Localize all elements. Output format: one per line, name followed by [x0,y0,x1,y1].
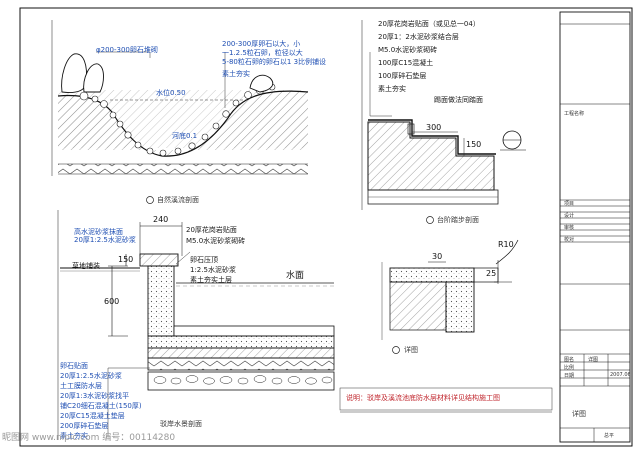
stream-note-soil: 素土夯实 [222,70,250,78]
tb-row-5: 校对 [564,237,575,243]
tb-row-1: 工程名称 [564,111,585,117]
pool-layer-5: 铺C20细石混凝土(150厚) [60,402,142,410]
tb-sheet: 总平 [604,433,615,439]
step-section [361,20,526,224]
detail-dim-r: R10 [498,240,514,249]
steps-layer-1: 20厚花岗岩贴面（或见总一04） [378,20,480,28]
pool-label-granite: 20厚花岗岩贴面 [186,226,237,234]
pool-layer-8: 素土夯实 [60,432,88,440]
pool-layer-1: 卵石贴面 [60,362,88,370]
pool-layer-6: 20厚C15混凝土垫层 [60,412,125,420]
pool-dim-depth: 600 [104,297,120,306]
steps-dim-riser: 150 [466,140,482,149]
steps-title: 台阶踏步剖面 [437,216,479,224]
stream-note-cobble: φ200-300卵石堆砌 [96,46,158,54]
pool-layer-4: 20厚1:3水泥砂浆找平 [60,392,130,400]
title-block [559,11,631,443]
steps-layer-3: M5.0水泥砂浆砌砖 [378,46,438,54]
pool-layer-3: 土工膜防水层 [60,382,102,390]
detail-title: 详图 [404,346,418,354]
note-box [339,387,553,411]
pool-dim-top: 240 [153,215,169,224]
steps-layer-2: 20厚1：2水泥砂浆结合层 [378,33,459,41]
pool-label-mortar: 20厚1:2.5水泥砂浆 [74,236,136,244]
pool-water: 水面 [286,271,305,281]
pool-label-stone: 卵石压顶 [190,256,218,264]
tb-drawing-name: 详图 [588,357,599,363]
steps-layer-4: 100厚C15混凝土 [378,59,434,67]
stream-section [51,20,309,204]
stream-note-stone-bed: 200-300厚卵石以大，小 [222,40,301,48]
steps-tread-note: 踢面做法同踏面 [434,96,483,104]
pool-label-waterproof: 高水泥砂浆抹面 [74,228,123,236]
pool-label-soil: 素土夯实土层 [190,276,232,284]
pool-layer-2: 20厚1:2.5水泥砂浆 [60,372,122,380]
tb-number: 2007.06 [610,372,631,378]
pool-dim-wall: 150 [118,255,134,264]
tb-detail-label: 详图 [572,410,586,418]
drawing-note: 说明：驳岸及溪流池底防水层材料详见结构施工图 [346,394,500,402]
pool-edge-section [57,210,335,440]
sheet-border [19,7,633,447]
detail-dim-w: 30 [432,252,443,261]
stream-water-level: 水位0.50 [156,89,186,97]
stream-title: 自然溪流剖面 [157,196,199,204]
watermark: 昵图网 www.nipic.com 编号：00114280 [2,433,176,443]
pool-label-brick: M5.0水泥砂浆砌砖 [186,237,246,245]
steps-layer-5: 100厚碎石垫层 [378,72,427,80]
tb-row-6: 图名 [564,357,575,363]
tb-row-2: 项目 [564,201,575,207]
stream-bed-level: 河底0.1 [172,132,198,140]
stream-note-stone-mix: 一1.2.5粒石卵，粒径以大 [222,49,303,57]
steps-layer-6: 素土夯实 [378,85,406,93]
tb-row-8: 日期 [564,373,575,379]
steps-dim-tread: 300 [426,123,442,132]
pool-label-seal: 1:2.5水泥砂浆 [190,266,236,274]
stream-note-gravel: 5-80粒石卵的卵石以1 3比例铺设 [222,58,327,66]
pool-title: 驳岸水景剖面 [160,420,202,428]
detail-dim-h: 25 [486,269,497,278]
tb-row-7: 比例 [564,365,575,371]
tb-row-3: 设计 [564,213,575,219]
pool-label-lawn: 草地铺装 [72,262,100,270]
detail-section [381,239,519,354]
tb-row-4: 审核 [564,225,575,231]
pool-layer-7: 200厚碎石垫层 [60,422,109,430]
